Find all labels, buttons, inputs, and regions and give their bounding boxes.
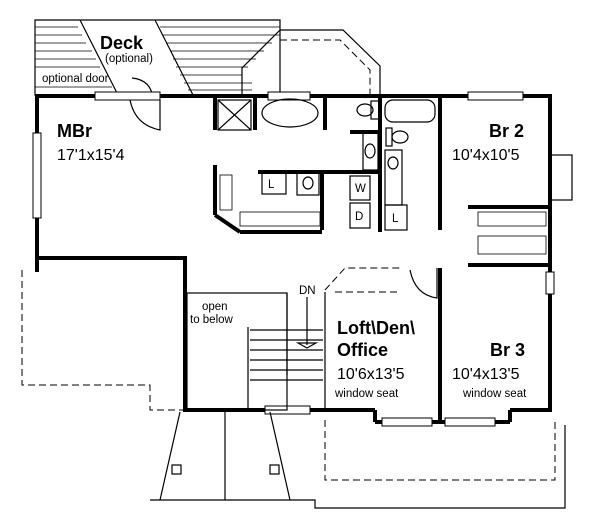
open-to-below-line2: to below <box>190 314 234 326</box>
closet-shelving <box>219 174 547 255</box>
lower-floor-outline <box>21 270 566 509</box>
mbr-size: 17'1x15'4 <box>57 147 125 164</box>
deck-subtitle: (optional) <box>105 53 153 65</box>
deck-title: Deck <box>100 33 144 53</box>
dryer-label: D <box>355 211 363 223</box>
br3-window-seat: window seat <box>462 388 527 400</box>
deck <box>34 19 381 96</box>
staircase <box>186 292 326 411</box>
loft-name-line1: Loft\Den\ <box>337 318 415 338</box>
bath-fixtures <box>217 98 436 206</box>
loft-name-line2: Office <box>337 340 388 360</box>
mbr-name: MBr <box>57 121 92 141</box>
open-to-below-line1: open <box>202 301 228 313</box>
optional-door-note: optional door <box>42 73 109 85</box>
br2-size: 10'4x10'5 <box>452 147 520 164</box>
br2-name: Br 2 <box>489 121 524 141</box>
loft-window-seat: window seat <box>334 388 399 400</box>
washer-label: W <box>355 183 366 195</box>
loft-size: 10'6x13'5 <box>337 366 405 383</box>
br3-size: 10'4x13'5 <box>452 366 520 383</box>
stairs-down-label: DN <box>299 285 316 297</box>
br3-name: Br 3 <box>490 340 525 360</box>
door-swing <box>129 99 161 131</box>
linen-label-2: L <box>392 213 399 225</box>
linen-label-1: L <box>268 179 275 191</box>
